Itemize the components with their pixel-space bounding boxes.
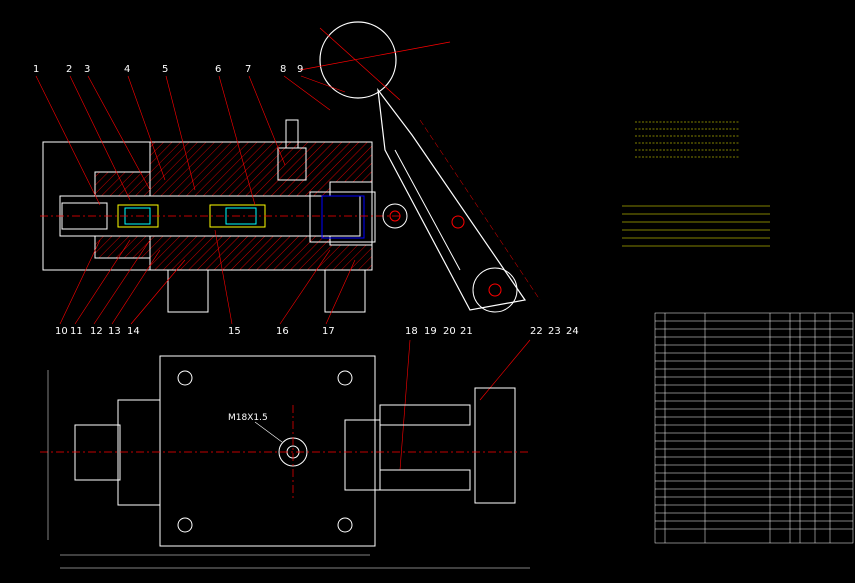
callout-23: 23 [548,326,561,337]
callout-12: 12 [90,326,103,337]
callouts-top: 1 2 3 4 5 6 7 8 9 [33,64,346,206]
tech-notes [622,121,770,247]
callout-4: 4 [124,64,130,75]
callout-8: 8 [280,64,286,75]
callout-24: 24 [566,326,579,337]
callout-7: 7 [245,64,251,75]
callout-2: 2 [66,64,72,75]
plan-view: M18X1.5 [40,355,530,569]
callout-6: 6 [215,64,221,75]
callout-22: 22 [530,326,543,337]
callout-16: 16 [276,326,289,337]
callout-9: 9 [297,64,303,75]
lever-handle [299,21,541,313]
callout-14: 14 [127,326,140,337]
callouts-bottom: 10 11 12 13 14 15 16 17 18 19 20 21 22 2… [55,229,579,471]
section-view [40,119,400,313]
callout-10: 10 [55,326,68,337]
callout-11: 11 [70,326,83,337]
callout-5: 5 [162,64,168,75]
callout-15: 15 [228,326,241,337]
callout-3: 3 [84,64,90,75]
parts-list-table [654,312,854,544]
callout-20: 20 [443,326,456,337]
callout-13: 13 [108,326,121,337]
callout-19: 19 [424,326,437,337]
callout-18: 18 [405,326,418,337]
callout-17: 17 [322,326,335,337]
callout-1: 1 [33,64,39,75]
callout-21: 21 [460,326,473,337]
thread-label: M18X1.5 [228,413,268,423]
